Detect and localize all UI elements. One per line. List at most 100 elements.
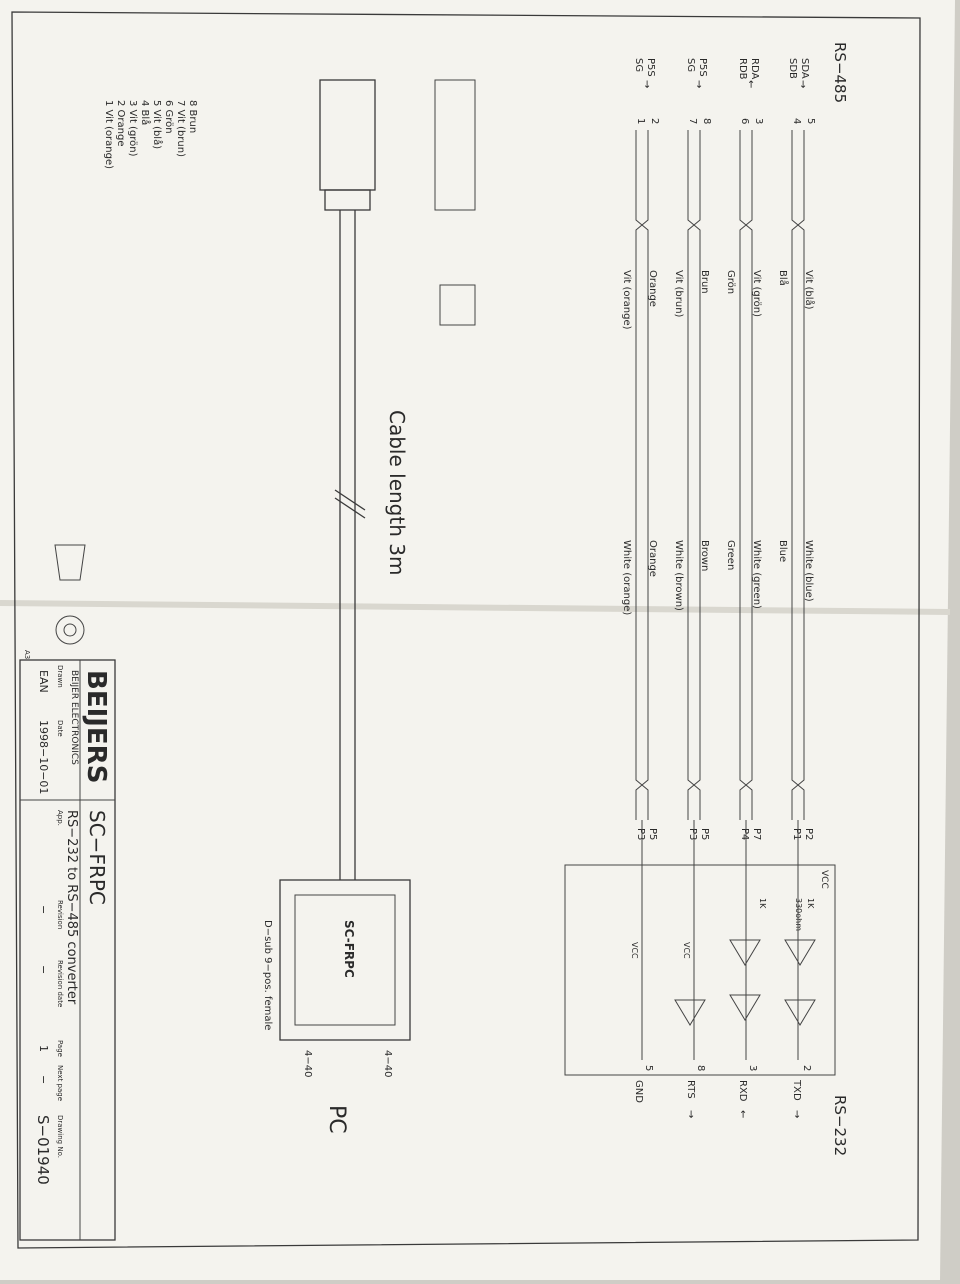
pin-list-5: 3 Vit (grön) xyxy=(127,100,138,157)
connector-label: SC-FRPC xyxy=(342,920,356,978)
wire-labels: Vit (blå) Blå White (blue) Blue Vit (grö… xyxy=(621,270,816,615)
pin-5: 5 xyxy=(805,118,816,124)
pin-1: 1 xyxy=(635,118,646,124)
page: 1 xyxy=(37,1045,50,1052)
next-page-label: Next page xyxy=(56,1065,64,1101)
rs232-2-num: 2 xyxy=(801,1065,812,1071)
pin-list-1: 7 Vit (brun) xyxy=(175,100,186,157)
page-label: Page xyxy=(56,1040,64,1057)
wire-4-en-top: Orange xyxy=(647,540,658,577)
revision-label: Revision xyxy=(56,900,64,929)
wire-4-sv-bot: Vit (orange) xyxy=(621,270,632,330)
brand: BEIJERS xyxy=(81,670,111,783)
wire-3-en-top: Brown xyxy=(699,540,710,571)
pc-label: PC xyxy=(324,1105,349,1134)
resistor-1: 1K xyxy=(806,898,815,909)
rs232-label: RS−232 xyxy=(831,1095,849,1156)
dsub-connector: SC-FRPC 4−40 4−40 D−sub 9−pos. female xyxy=(262,879,411,1077)
dsub-label: D−sub 9−pos. female xyxy=(262,920,273,1030)
rs232-rts: RTS xyxy=(685,1080,696,1099)
pin-p3-b: P3 xyxy=(635,828,646,840)
pin-list-6: 2 Orange xyxy=(115,100,126,147)
app-label: App. xyxy=(56,810,64,826)
pair-2 xyxy=(739,130,753,820)
vcc-1: VCC xyxy=(682,942,691,959)
drawing-no: S−01940 xyxy=(34,1115,52,1185)
vcc-2: VCC xyxy=(630,942,639,959)
wire-2-sv-top: Vit (grön) xyxy=(751,270,762,317)
wire-1-en-bot: Blue xyxy=(777,540,788,562)
signal-p5s-1: P5S xyxy=(697,58,708,77)
rs232-txd: TXD xyxy=(791,1079,802,1101)
wire-3-sv-top: Brun xyxy=(699,270,710,294)
pin-p4: P4 xyxy=(739,828,750,840)
pin-8: 8 xyxy=(701,118,712,124)
wire-3-en-bot: White (brown) xyxy=(673,540,684,611)
drawing-no-label: Drawing No. xyxy=(56,1115,64,1158)
pin-p1: P1 xyxy=(791,828,802,840)
rs232-3-num: 3 xyxy=(747,1065,758,1071)
revision-date-label: Revision date xyxy=(56,960,64,1007)
pin-p3-a: P3 xyxy=(687,828,698,840)
wire-3-sv-bot: Vit (brun) xyxy=(673,270,684,318)
title-block: BEIJERS BEIJER ELECTRONICS SC−FRPC RS−23… xyxy=(19,650,116,1241)
pair-1 xyxy=(791,130,805,820)
rs232-signals: 2 TXD → 3 RXD ← 8 RTS → 5 GND xyxy=(633,1065,812,1118)
wire-4-sv-top: Orange xyxy=(647,270,658,307)
company: BEIJER ELECTRONICS xyxy=(69,670,79,765)
signal-p5s-1-arrow: → xyxy=(693,80,704,88)
converter-circuit: VCC 1K 330ohm 1K VCC VCC xyxy=(564,820,836,1076)
pin-p5-a: P5 xyxy=(699,828,710,840)
wire-2-en-bot: Green xyxy=(725,540,736,570)
screw-label-2: 4−40 xyxy=(302,1050,313,1077)
signal-sg-2: SG xyxy=(633,58,644,72)
pin-p7: P7 xyxy=(751,828,762,840)
signal-rdb: RDB xyxy=(737,58,748,80)
rs232-rxd-arrow: ← xyxy=(737,1110,748,1118)
signal-rda: RDA xyxy=(749,58,760,79)
cable: Cable length 3m xyxy=(334,210,409,880)
wire-1-sv-top: Vit (blå) xyxy=(803,270,816,310)
screw-label-1: 4−40 xyxy=(382,1050,393,1077)
signal-sg-1: SG xyxy=(685,58,696,72)
signal-sda: SDA xyxy=(799,58,810,79)
wire-1-en-top: White (blue) xyxy=(803,540,814,602)
date-label: Date xyxy=(56,720,64,737)
pair-4 xyxy=(635,130,649,820)
revision-date: − xyxy=(37,965,50,974)
pin-list-3: 5 Vit (blå) xyxy=(151,100,164,149)
rs232-gnd: GND xyxy=(633,1080,644,1103)
pin-list-2: 6 Grön xyxy=(163,100,174,134)
left-signal-labels: SDA → SDB RDA ← RDB P5S → SG P5S → SG 5 … xyxy=(633,58,816,124)
rs232-rts-arrow: → xyxy=(685,1110,696,1118)
pin-list-0: 8 Brun xyxy=(187,100,198,133)
rs485-label: RS−485 xyxy=(831,42,849,103)
rs232-5-num: 5 xyxy=(643,1065,654,1071)
pin-4: 4 xyxy=(791,118,802,124)
signal-rda-arrow: ← xyxy=(745,80,756,88)
pin-list-7: 1 Vit (orange) xyxy=(103,100,114,169)
signal-sdb: SDB xyxy=(787,58,798,79)
pin-list-4: 4 Blå xyxy=(139,100,152,125)
pin-7: 7 xyxy=(687,118,698,124)
p-pins: P2 P1 P7 P4 P5 P3 P5 P3 xyxy=(635,828,814,840)
projection-symbol xyxy=(54,544,86,645)
twisted-pairs xyxy=(635,130,805,820)
pin-p2: P2 xyxy=(803,828,814,840)
drawn: EAN xyxy=(37,670,50,693)
rs232-rxd: RXD xyxy=(737,1080,748,1102)
drawing-frame xyxy=(11,11,921,1249)
paper-size: A3 xyxy=(23,650,31,659)
cable-length: Cable length 3m xyxy=(385,410,409,575)
resistor-3: 1K xyxy=(758,898,767,909)
pair-3 xyxy=(687,130,701,820)
wire-2-sv-bot: Grön xyxy=(725,270,736,294)
pin-6: 6 xyxy=(739,118,750,124)
rs232-8-num: 8 xyxy=(695,1065,706,1071)
date: 1998−10−01 xyxy=(37,720,50,794)
pin-list: 8 Brun 7 Vit (brun) 6 Grön 5 Vit (blå) 4… xyxy=(103,100,198,169)
subtitle: RS−232 to RS−485 converter xyxy=(64,810,79,1005)
